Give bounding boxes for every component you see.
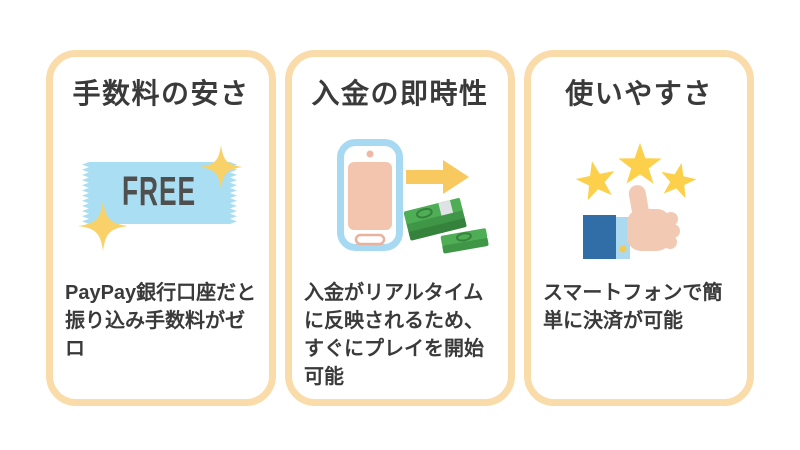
thumbs-up-icon — [583, 185, 680, 259]
money-stack-icon — [403, 198, 489, 254]
card-row: 手数料の安さ FREE PayPay銀行口座だと振り込み手数料がゼロ 入金の即時… — [46, 50, 754, 406]
free-ticket-illustration: FREE — [53, 139, 269, 263]
card-ease-of-use: 使いやすさ — [524, 50, 754, 406]
star-icon — [575, 161, 615, 201]
free-label: FREE — [122, 170, 197, 215]
card-description: PayPay銀行口座だと振り込み手数料がゼロ — [65, 282, 257, 360]
card-title: 入金の即時性 — [311, 78, 489, 109]
card-title: 手数料の安さ — [72, 78, 250, 109]
arrow-right-icon — [406, 160, 469, 194]
smartphone-icon — [337, 139, 403, 251]
deposit-illustration — [292, 139, 508, 263]
rating-illustration — [531, 139, 747, 263]
card-description: 入金がリアルタイムに反映されるため、すぐにプレイを開始可能 — [304, 282, 484, 388]
star-icon — [661, 162, 697, 199]
card-description: スマートフォンで簡単に決済が可能 — [543, 282, 723, 332]
card-instant-deposit: 入金の即時性 — [285, 50, 515, 406]
sparkle-icon — [199, 145, 243, 189]
card-low-fees: 手数料の安さ FREE PayPay銀行口座だと振り込み手数料がゼロ — [46, 50, 276, 406]
sparkle-icon — [78, 201, 128, 251]
free-ticket-icon: FREE — [82, 162, 237, 224]
star-icon — [618, 142, 662, 184]
card-title: 使いやすさ — [565, 78, 713, 109]
